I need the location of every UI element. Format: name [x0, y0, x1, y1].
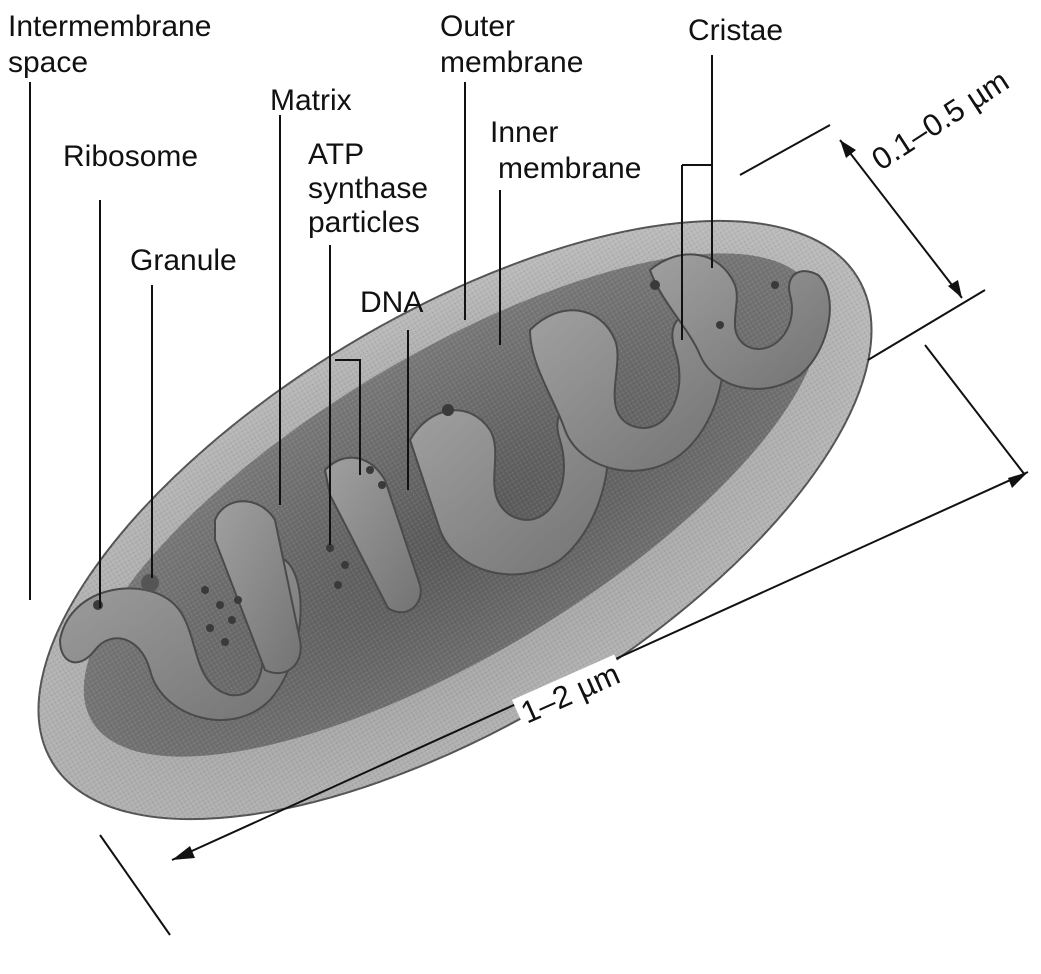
intermembrane-space-label-line1: Intermembrane	[8, 10, 211, 44]
cristae-label: Cristae	[688, 14, 783, 48]
dna-label: DNA	[360, 286, 423, 320]
matrix-label: Matrix	[270, 84, 352, 118]
atp-synthase-label-line1: ATP	[308, 138, 364, 172]
outer-membrane-label-line2: membrane	[440, 46, 583, 80]
atp-synthase-label-line2: synthase	[308, 172, 428, 206]
inner-membrane-label-line1: Inner	[490, 116, 558, 150]
ribosome-label: Ribosome	[63, 140, 198, 174]
inner-membrane-label-line2: membrane	[498, 152, 641, 186]
atp-synthase-label-line3: particles	[308, 206, 420, 240]
outer-membrane-label-line1: Outer	[440, 10, 515, 44]
intermembrane-space-label-line2: space	[8, 46, 88, 80]
granule-label: Granule	[130, 244, 237, 278]
